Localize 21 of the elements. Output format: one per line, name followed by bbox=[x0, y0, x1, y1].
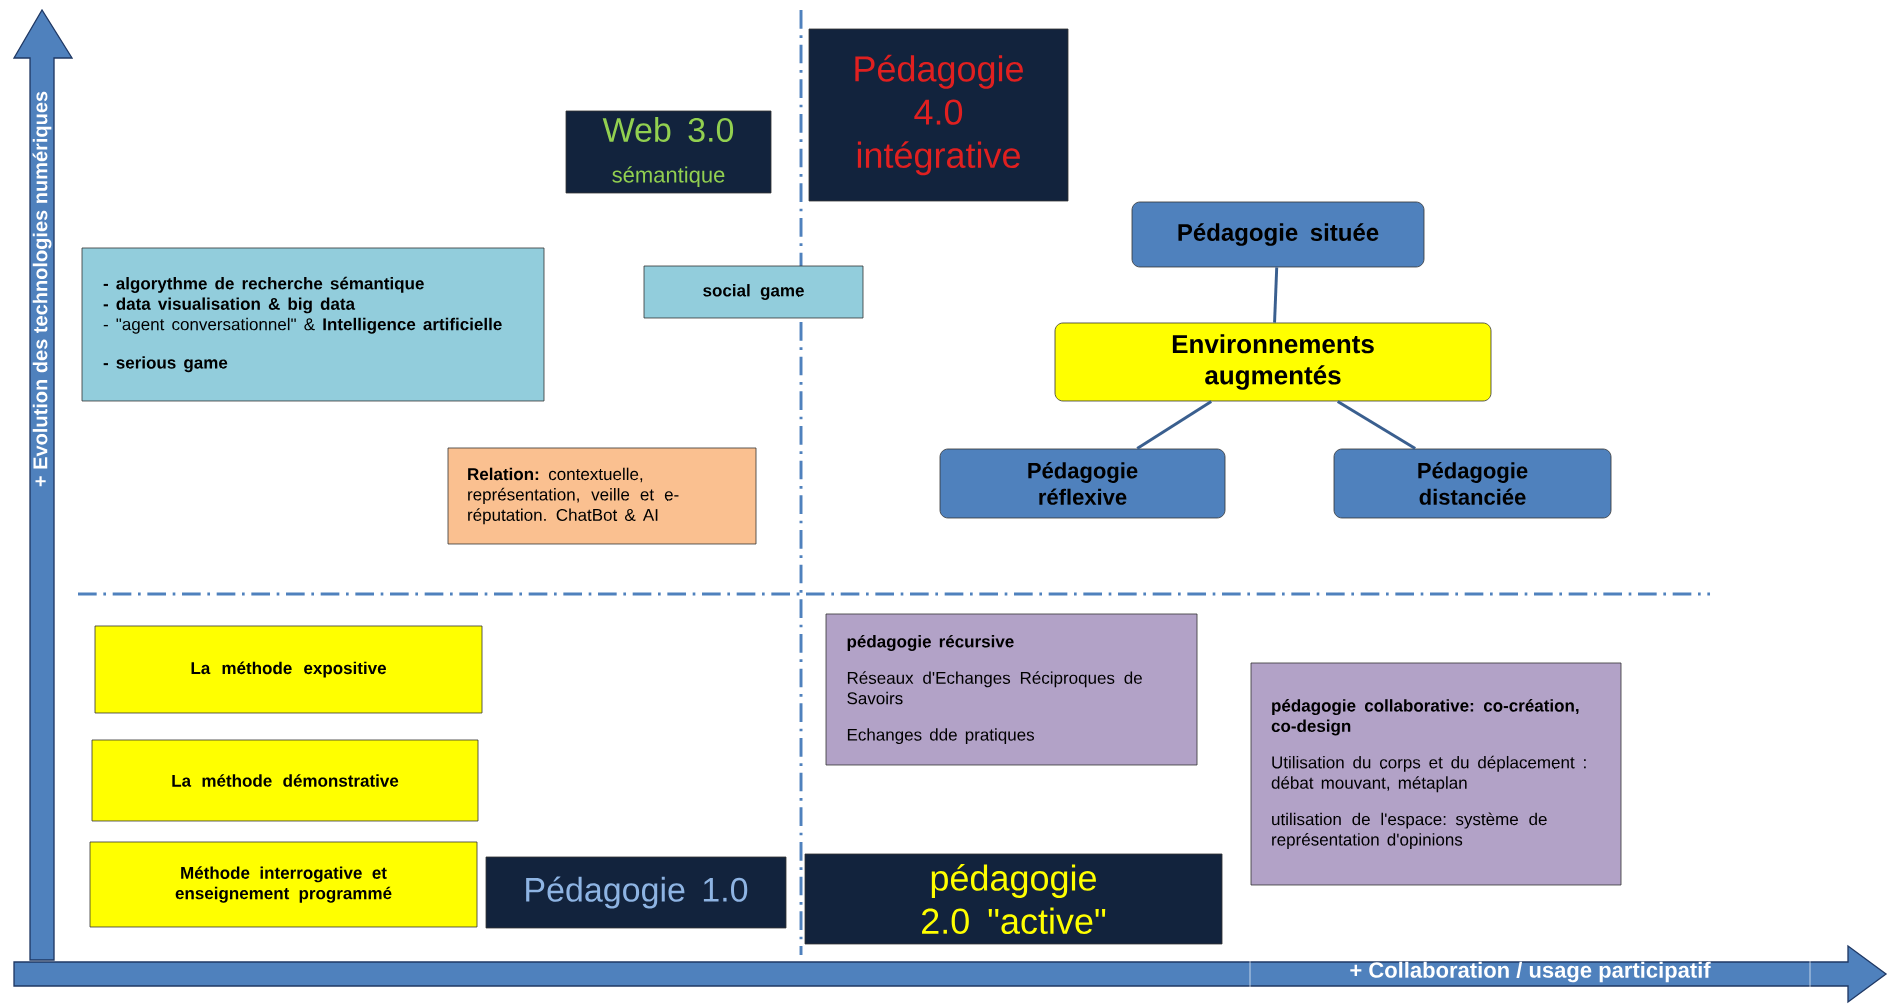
axis-label: + Collaboration / usage participatif bbox=[1249, 954, 1811, 990]
note-box: pédagogie collaborative: co-création, co-design Utilisation du corps et du déplacement : débat mouvant, métaplan utilisation de l'espace: système de représentation d'opinions bbox=[1250, 662, 1622, 886]
method-box: La méthode expositive bbox=[94, 625, 483, 714]
concept-box: Pédagogie distanciée bbox=[1333, 448, 1612, 519]
method-box: Méthode interrogative et enseignement programmé bbox=[89, 841, 478, 928]
title-box: Web 3.0 sémantique bbox=[565, 110, 772, 194]
connector-line bbox=[1136, 400, 1212, 450]
note-box: pédagogie récursive Réseaux d'Echanges Réciproques de Savoirs Echanges dde pratiques bbox=[825, 613, 1198, 766]
list-box: - algorythme de recherche sémantique - data visualisation & big data - "agent conversationnel" & Intelligence artificielle - serious game bbox=[81, 247, 545, 402]
concept-box: social game bbox=[643, 265, 864, 319]
title-box: pédagogie 2.0 "active" bbox=[804, 853, 1223, 945]
title-box: Pédagogie 1.0 bbox=[485, 856, 787, 929]
concept-box: Pédagogie réflexive bbox=[939, 448, 1226, 519]
connector-line bbox=[1336, 400, 1416, 450]
connector-line bbox=[1273, 267, 1279, 323]
axis-label: + Evolution des technologies numériques bbox=[32, 91, 52, 487]
concept-box: Environnements augmentés bbox=[1054, 322, 1492, 402]
note-box: Relation: contextuelle, représentation, veille et e-réputation. ChatBot & AI bbox=[447, 447, 757, 545]
title-box: Pédagogie 4.0 intégrative bbox=[808, 28, 1069, 202]
concept-box: Pédagogie située bbox=[1131, 201, 1425, 268]
method-box: La méthode démonstrative bbox=[91, 739, 479, 822]
